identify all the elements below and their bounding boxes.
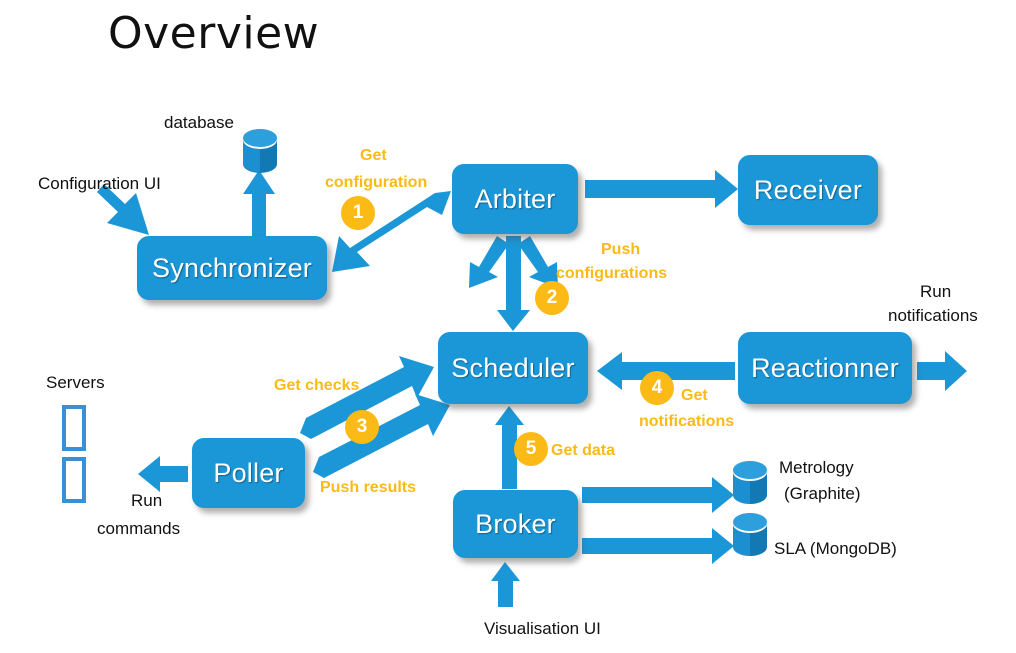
node-broker[interactable]: Broker bbox=[453, 490, 578, 558]
flow-3-badge: 3 bbox=[345, 410, 379, 444]
flow-2-label-line1: Push bbox=[601, 241, 641, 258]
node-receiver-label: Receiver bbox=[753, 174, 863, 205]
label-database: database bbox=[164, 113, 234, 132]
arrow-broker-to-sla bbox=[582, 528, 734, 564]
node-synchronizer[interactable]: Synchronizer bbox=[137, 236, 327, 300]
label-run-notifications-line2: notifications bbox=[888, 306, 978, 325]
node-arbiter[interactable]: Arbiter bbox=[452, 164, 578, 234]
arrow-configuration-ui-to-synchronizer bbox=[97, 184, 149, 235]
arrow-visualisation-ui-to-broker bbox=[491, 562, 520, 607]
flow-1-badge: 1 bbox=[341, 196, 375, 230]
arrow-poller-push-results bbox=[313, 394, 450, 478]
metrology-cylinder-icon bbox=[733, 461, 767, 504]
node-reactionner-label: Reactionner bbox=[751, 352, 899, 383]
flow-3-label-line2: Push results bbox=[320, 479, 417, 496]
server-box-1 bbox=[62, 405, 86, 451]
label-sla: SLA (MongoDB) bbox=[774, 539, 897, 558]
arrow-arbiter-to-synchronizer bbox=[332, 191, 451, 272]
node-poller-label: Poller bbox=[213, 457, 284, 488]
node-broker-label: Broker bbox=[475, 508, 556, 539]
node-scheduler-label: Scheduler bbox=[451, 352, 575, 383]
label-visualisation-ui: Visualisation UI bbox=[484, 619, 601, 638]
label-run-commands-line1: Run bbox=[131, 491, 163, 510]
arrow-synchronizer-to-database bbox=[243, 170, 275, 237]
node-arbiter-label: Arbiter bbox=[474, 183, 556, 214]
arrow-poller-get-checks bbox=[300, 356, 434, 439]
flow-5-label-line1: Get data bbox=[551, 442, 616, 459]
flow-1-label-line1: Get bbox=[360, 147, 387, 164]
node-poller[interactable]: Poller bbox=[192, 438, 305, 508]
flow-2-label-line2: configurations bbox=[556, 265, 668, 282]
node-synchronizer-label: Synchronizer bbox=[152, 252, 312, 283]
flow-4-label-line2: notifications bbox=[639, 413, 735, 430]
arrow-arbiter-fan-right bbox=[518, 236, 558, 288]
flow-1-label-line2: configuration bbox=[325, 174, 428, 191]
flow-5-badge: 5 bbox=[514, 432, 548, 466]
label-run-commands-line2: commands bbox=[97, 519, 181, 538]
arrow-poller-to-servers bbox=[138, 456, 188, 492]
arrow-broker-to-metrology bbox=[582, 477, 734, 513]
arrow-arbiter-fan-left bbox=[469, 236, 509, 288]
arrow-arbiter-fan-center bbox=[497, 236, 530, 331]
flow-2-badge: 2 bbox=[535, 281, 569, 315]
flow-4-label-line1: Get bbox=[681, 387, 708, 404]
label-metrology-line2: (Graphite) bbox=[784, 484, 861, 503]
database-cylinder-icon bbox=[243, 129, 277, 173]
node-scheduler[interactable]: Scheduler bbox=[438, 332, 588, 404]
page-title: Overview bbox=[108, 8, 320, 59]
arrow-arbiter-to-receiver bbox=[585, 170, 738, 208]
arrow-broker-to-scheduler bbox=[495, 406, 524, 489]
sla-cylinder-icon bbox=[733, 513, 767, 556]
node-reactionner[interactable]: Reactionner bbox=[738, 332, 912, 404]
label-metrology-line1: Metrology bbox=[779, 458, 854, 477]
arrow-reactionner-to-scheduler bbox=[597, 352, 735, 390]
flow-4-badge: 4 bbox=[640, 371, 674, 405]
label-run-notifications-line1: Run bbox=[920, 282, 952, 301]
node-receiver[interactable]: Receiver bbox=[738, 155, 878, 225]
server-box-2 bbox=[62, 457, 86, 503]
flow-3-label-line1: Get checks bbox=[274, 377, 360, 394]
label-servers: Servers bbox=[46, 373, 105, 392]
arrow-reactionner-run-notifications bbox=[917, 351, 967, 391]
label-configuration-ui: Configuration UI bbox=[38, 174, 161, 193]
